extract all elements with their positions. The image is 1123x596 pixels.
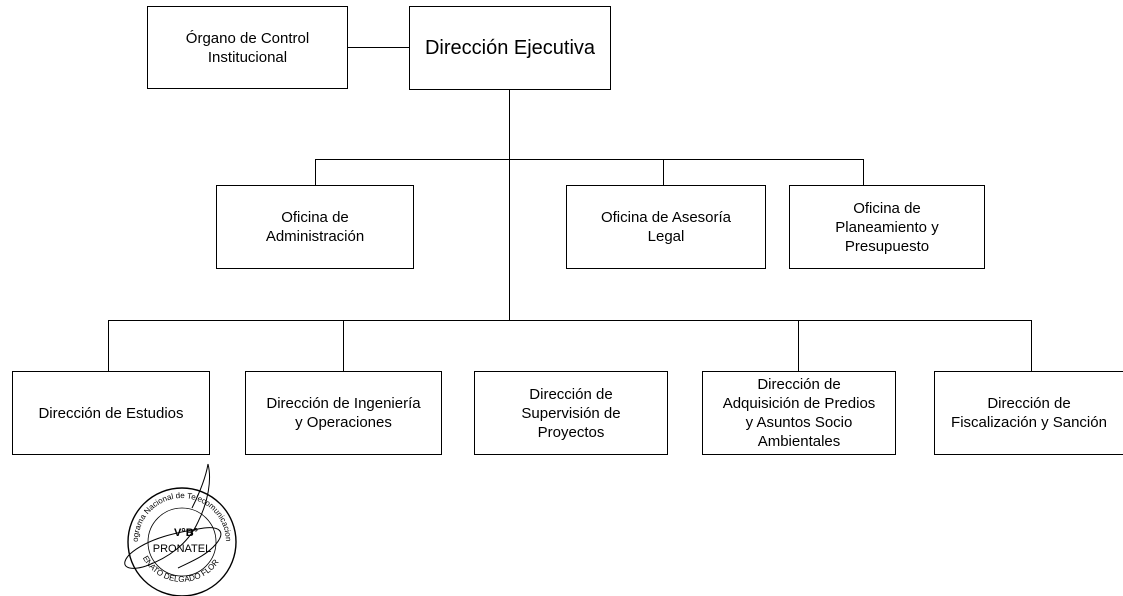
drop-estudios — [108, 320, 109, 371]
signature-stroke — [124, 463, 222, 569]
drop-planeamiento — [863, 159, 864, 185]
drop-asesoria — [663, 159, 664, 185]
executive-trunk-lower — [509, 159, 510, 321]
directions-bus — [108, 320, 1032, 321]
control-executive-connector — [347, 47, 410, 48]
drop-fiscalizacion — [1031, 320, 1032, 371]
fiscalizacion-box: Dirección de Fiscalización y Sanción — [934, 371, 1123, 455]
planeamiento-box: Oficina de Planeamiento y Presupuesto — [789, 185, 985, 269]
supervision-box: Dirección de Supervisión de Proyectos — [474, 371, 668, 455]
estudios-box: Dirección de Estudios — [12, 371, 210, 455]
asesoria-box: Oficina de Asesoría Legal — [566, 185, 766, 269]
approval-stamp: Programa Nacional de Telecomunicaciones … — [108, 462, 237, 596]
executive-box: Dirección Ejecutiva — [409, 6, 611, 90]
svg-text:Programa Nacional de Telecomun: Programa Nacional de Telecomunicaciones — [108, 462, 233, 542]
predios-box: Dirección de Adquisición de Predios y As… — [702, 371, 896, 455]
staff-bus — [315, 159, 864, 160]
drop-administracion — [315, 159, 316, 185]
control-box: Órgano de Control Institucional — [147, 6, 348, 89]
stamp-pronatel: PRONATEL — [153, 543, 211, 555]
drop-ingenieria — [343, 320, 344, 371]
executive-trunk-upper — [509, 89, 510, 160]
administracion-box: Oficina de Administración — [216, 185, 414, 269]
drop-predios — [798, 320, 799, 371]
stamp-arc-top-text: Programa Nacional de Telecomunicaciones — [108, 462, 233, 542]
ingenieria-box: Dirección de Ingeniería y Operaciones — [245, 371, 442, 455]
